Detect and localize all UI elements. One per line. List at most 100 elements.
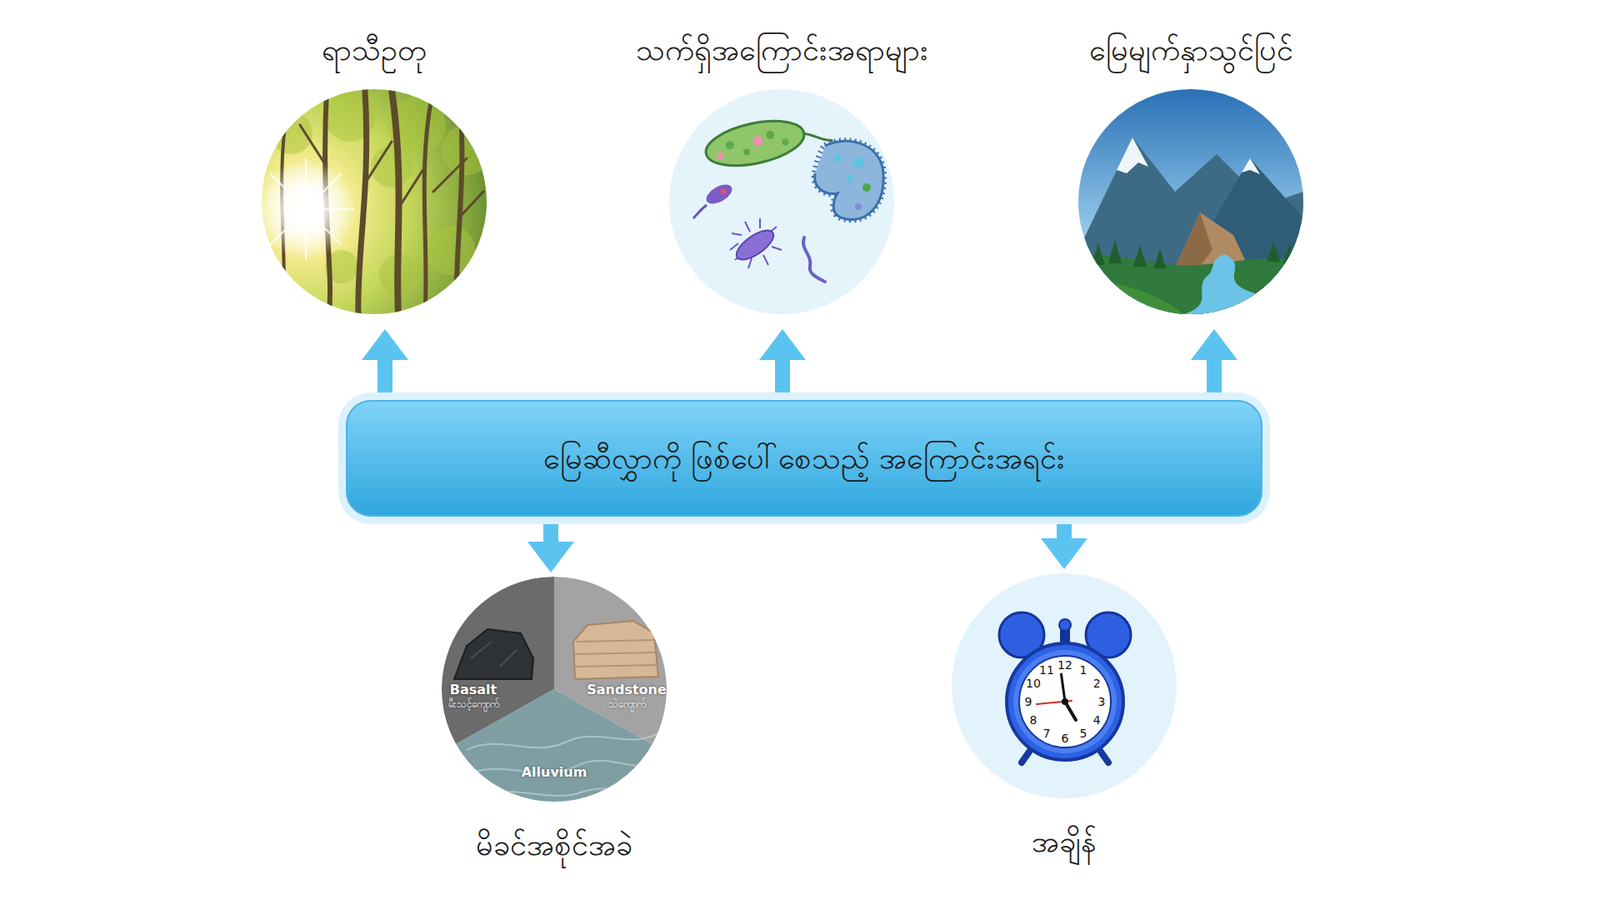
factor-title: အချိန် [1031, 821, 1097, 863]
microbe-illustration [703, 180, 735, 209]
clock-number: 3 [1098, 695, 1106, 710]
clock-number: 10 [1025, 676, 1041, 691]
forest-illustration [305, 173, 342, 210]
microbe-illustration [771, 246, 782, 250]
rock-illustration [470, 641, 517, 667]
band-label: မြေဆီလွှာကို ဖြစ်ပေါ်စေသည့် အကြောင်းအရင်… [543, 438, 1066, 480]
landscape-illustration [1183, 254, 1304, 315]
microbe-illustration [730, 218, 782, 269]
rock-illustration [454, 629, 534, 680]
forest-illustration [365, 141, 392, 184]
landscape-illustration [1108, 240, 1122, 264]
cause-arrow [543, 516, 559, 543]
factor-title: သက်ရှိအကြောင်းအရာများ [635, 30, 929, 71]
clock-illustration [951, 573, 1177, 799]
forest-illustration [456, 89, 463, 315]
rock-illustration [441, 576, 667, 802]
clock-number: 7 [1043, 726, 1051, 741]
clock-illustration [951, 573, 1177, 799]
landscape-illustration [1078, 89, 1304, 315]
rock-illustration [575, 665, 658, 667]
rock-illustration [575, 652, 656, 655]
landscape-illustration [1116, 137, 1149, 174]
landscape-illustration [1078, 137, 1304, 315]
clock-number: 8 [1029, 713, 1037, 728]
rock-name: Basalt [450, 681, 497, 698]
landscape-illustration [1154, 248, 1166, 269]
factor-circle: မြေမျက်နှာသွင်ပြင် [1078, 89, 1304, 315]
rock-illustration [575, 640, 658, 667]
microbe-illustration [855, 203, 862, 210]
landscape-illustration [1091, 240, 1297, 269]
cause-arrow [1056, 516, 1072, 540]
landscape-illustration [1091, 243, 1105, 265]
microbe-illustration [742, 148, 750, 156]
microbe-illustration [720, 189, 727, 195]
factor-circle: အချိန် [951, 573, 1177, 799]
forest-illustration [255, 89, 492, 315]
factor-circle: ရာသီဥတု [261, 89, 487, 315]
forest-illustration [398, 166, 425, 209]
factor-circle: မိခင်အစိုင်အခဲ [441, 576, 667, 802]
clock-number: 9 [1025, 695, 1033, 710]
microbe-illustration [751, 135, 764, 147]
microbe-illustration [701, 113, 808, 174]
microbe-illustration [748, 258, 752, 269]
clock-number: 12 [1057, 658, 1073, 673]
clock-illustration [1013, 650, 1117, 754]
microbe-illustration [715, 151, 724, 160]
rock-name: Alluvium [521, 764, 588, 780]
forest-illustration [441, 125, 492, 175]
forest-illustration [424, 89, 434, 315]
landscape-illustration [1133, 245, 1147, 267]
microbe-illustration [669, 89, 895, 315]
clock-number: 5 [1080, 726, 1088, 741]
microbe-illustration [765, 130, 775, 140]
forest-illustration [305, 158, 307, 210]
microbe-illustration [669, 89, 895, 315]
cause-arrow [775, 359, 790, 400]
microbe-illustration [731, 225, 778, 265]
landscape-illustration [1241, 158, 1260, 175]
forest-illustration [358, 89, 367, 315]
rock-name: Sandstone [586, 681, 667, 698]
microbe-illustration [803, 237, 825, 282]
microbe-illustration [852, 156, 865, 169]
forest-illustration [391, 89, 400, 315]
clock-number: 11 [1039, 662, 1055, 677]
forest-illustration [305, 208, 355, 210]
rock-illustration [466, 733, 659, 796]
clock-number: 1 [1080, 662, 1088, 677]
clock-illustration [1061, 698, 1069, 705]
cause-arrow [1206, 359, 1222, 400]
clock-number: 6 [1061, 731, 1070, 746]
forest-illustration [270, 158, 355, 260]
clock-illustration [1059, 619, 1071, 631]
microbe-illustration [781, 138, 790, 146]
microbe-illustration [745, 221, 750, 232]
microbe-illustration [725, 140, 735, 150]
clock-number: 4 [1093, 713, 1101, 728]
microbe-illustration [763, 255, 769, 265]
rock-illustration [466, 733, 659, 750]
clock-illustration [1061, 674, 1066, 702]
factor-title: မိခင်အစိုင်အခဲ [475, 825, 633, 866]
landscape-illustration [1078, 255, 1304, 315]
microbe-illustration [701, 107, 835, 174]
factor-title: ရာသီဥတု [321, 30, 427, 71]
landscape-illustration [1283, 243, 1297, 264]
forest-illustration [255, 159, 356, 260]
forest-illustration [433, 158, 467, 192]
microbe-illustration [846, 175, 854, 183]
microbe-illustration [815, 140, 885, 220]
microbe-illustration [759, 218, 761, 229]
forest-illustration [270, 173, 306, 210]
clock-illustration [1019, 655, 1111, 748]
rock-name-translation: မီးသင့်ကျောက် [448, 698, 500, 710]
microbe-illustration [815, 140, 885, 220]
rock-illustration [483, 787, 650, 796]
forest-illustration [305, 209, 307, 260]
factor-title: မြေမျက်နှာသွင်ပြင် [1089, 30, 1294, 71]
microbe-illustration [862, 183, 871, 192]
